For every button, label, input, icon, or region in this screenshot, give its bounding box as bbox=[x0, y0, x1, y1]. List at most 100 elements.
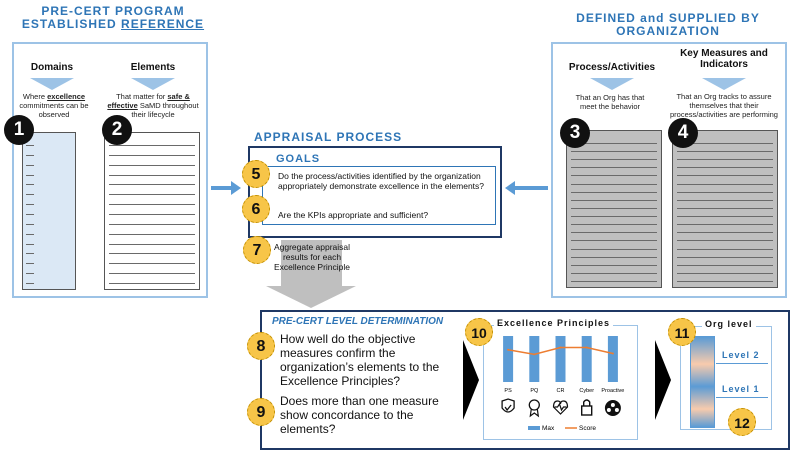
bar-cr bbox=[555, 336, 566, 382]
list-rule bbox=[26, 194, 34, 196]
chart-title: Excellence Principles bbox=[494, 318, 614, 328]
question-9: Does more than one measure show concorda… bbox=[280, 394, 439, 436]
score-point bbox=[585, 346, 588, 349]
list-rule bbox=[571, 207, 657, 209]
list-rule bbox=[109, 154, 195, 156]
chevron-right-icon-2 bbox=[655, 340, 671, 420]
elements-desc-c: effective bbox=[107, 101, 138, 110]
elements-desc-d: SaMD throughout their lifecycle bbox=[131, 101, 199, 119]
elements-list bbox=[104, 132, 200, 290]
aggregate-arrow-body bbox=[281, 240, 342, 286]
list-rule bbox=[677, 281, 773, 282]
list-rule bbox=[677, 151, 773, 153]
measures-list bbox=[672, 130, 778, 288]
goal-question-1: Do the process/activities identified by … bbox=[278, 171, 485, 191]
left-header-line2b: REFERENCE bbox=[121, 17, 205, 31]
elements-desc: That matter for safe &effective SaMD thr… bbox=[100, 92, 206, 119]
list-rule bbox=[677, 224, 773, 226]
list-rule bbox=[26, 223, 34, 225]
list-rule bbox=[571, 256, 657, 258]
goal-question-2: Are the KPIs appropriate and sufficient? bbox=[278, 210, 429, 220]
list-rule bbox=[571, 159, 657, 161]
list-rule bbox=[109, 204, 195, 206]
list-rule bbox=[571, 151, 657, 153]
down-arrow-icon bbox=[266, 286, 356, 308]
list-rule bbox=[677, 232, 773, 234]
list-rule bbox=[571, 167, 657, 169]
question-8: How well do the objective measures confi… bbox=[280, 332, 440, 388]
level-determination-title: PRE-CERT LEVEL DETERMINATION bbox=[272, 316, 444, 327]
list-rule bbox=[571, 191, 657, 193]
list-rule bbox=[571, 216, 657, 218]
right-header-line1: DEFINED and SUPPLIED BY bbox=[576, 11, 760, 25]
bar-proactive bbox=[607, 336, 618, 382]
score-point bbox=[507, 348, 510, 351]
right-header-line2: ORGANIZATION bbox=[616, 24, 720, 38]
badge-7: 7 bbox=[243, 236, 271, 264]
bar-cyber bbox=[581, 336, 592, 382]
list-rule bbox=[571, 183, 657, 185]
badge-9: 9 bbox=[247, 398, 275, 426]
list-rule bbox=[571, 224, 657, 226]
list-rule bbox=[677, 264, 773, 266]
list-rule bbox=[677, 256, 773, 258]
list-rule bbox=[677, 207, 773, 209]
level-2-line bbox=[716, 363, 768, 364]
list-rule bbox=[109, 283, 195, 284]
list-rule bbox=[571, 281, 657, 282]
list-rule bbox=[109, 233, 195, 235]
badge-6: 6 bbox=[242, 195, 270, 223]
badge-11: 11 bbox=[668, 318, 696, 346]
list-rule bbox=[26, 273, 34, 275]
domains-title: Domains bbox=[30, 62, 74, 73]
list-rule bbox=[109, 273, 195, 275]
list-rule bbox=[109, 194, 195, 196]
bar-pq bbox=[529, 336, 540, 382]
org-level-gradient-bar bbox=[690, 336, 715, 428]
list-rule bbox=[109, 214, 195, 215]
measures-desc: That an Org tracks to assure themselves … bbox=[670, 92, 778, 119]
list-rule bbox=[26, 184, 34, 186]
process-arrow-icon bbox=[590, 78, 634, 90]
legend-score-label: Score bbox=[579, 425, 596, 432]
appraisal-box bbox=[248, 146, 502, 238]
list-rule bbox=[571, 248, 657, 250]
elements-title: Elements bbox=[130, 62, 176, 73]
left-header-line2a: ESTABLISHED bbox=[21, 17, 122, 31]
arrow-left-icon bbox=[505, 181, 515, 195]
domains-desc: Where excellence commitments can be obse… bbox=[14, 92, 94, 119]
aggregate-text: Aggregate appraisal results for each Exc… bbox=[273, 242, 351, 272]
list-rule bbox=[677, 167, 773, 169]
score-point bbox=[533, 353, 536, 356]
badge-2: 2 bbox=[102, 115, 132, 145]
list-rule bbox=[677, 272, 773, 274]
process-title: Process/Activities bbox=[568, 62, 656, 73]
list-rule bbox=[26, 164, 34, 166]
domains-list bbox=[22, 132, 76, 290]
badge-3: 3 bbox=[560, 118, 590, 148]
badge-8: 8 bbox=[247, 332, 275, 360]
measures-title-b: Indicators bbox=[700, 59, 748, 70]
bar-ps bbox=[503, 336, 514, 382]
badge-4: 4 bbox=[668, 118, 698, 148]
tick-label: Cyber bbox=[579, 388, 594, 394]
list-rule bbox=[109, 253, 195, 255]
process-list bbox=[566, 130, 662, 288]
list-rule bbox=[571, 272, 657, 274]
list-rule bbox=[26, 263, 34, 265]
list-rule bbox=[26, 283, 34, 284]
list-rule bbox=[677, 248, 773, 250]
padlock-icon bbox=[580, 399, 593, 416]
list-rule bbox=[677, 143, 773, 144]
list-rule bbox=[109, 184, 195, 186]
badge-1: 1 bbox=[4, 115, 34, 145]
list-rule bbox=[26, 145, 34, 146]
list-rule bbox=[677, 175, 773, 177]
measures-title-a: Key Measures and bbox=[680, 48, 768, 59]
domains-desc-a: Where bbox=[22, 92, 48, 101]
goals-inner-box bbox=[262, 166, 496, 225]
left-header: PRE-CERT PROGRAM ESTABLISHED REFERENCE bbox=[8, 5, 218, 31]
domains-desc-c: commitments can be observed bbox=[19, 101, 89, 119]
arrow-right-shaft bbox=[514, 186, 548, 190]
